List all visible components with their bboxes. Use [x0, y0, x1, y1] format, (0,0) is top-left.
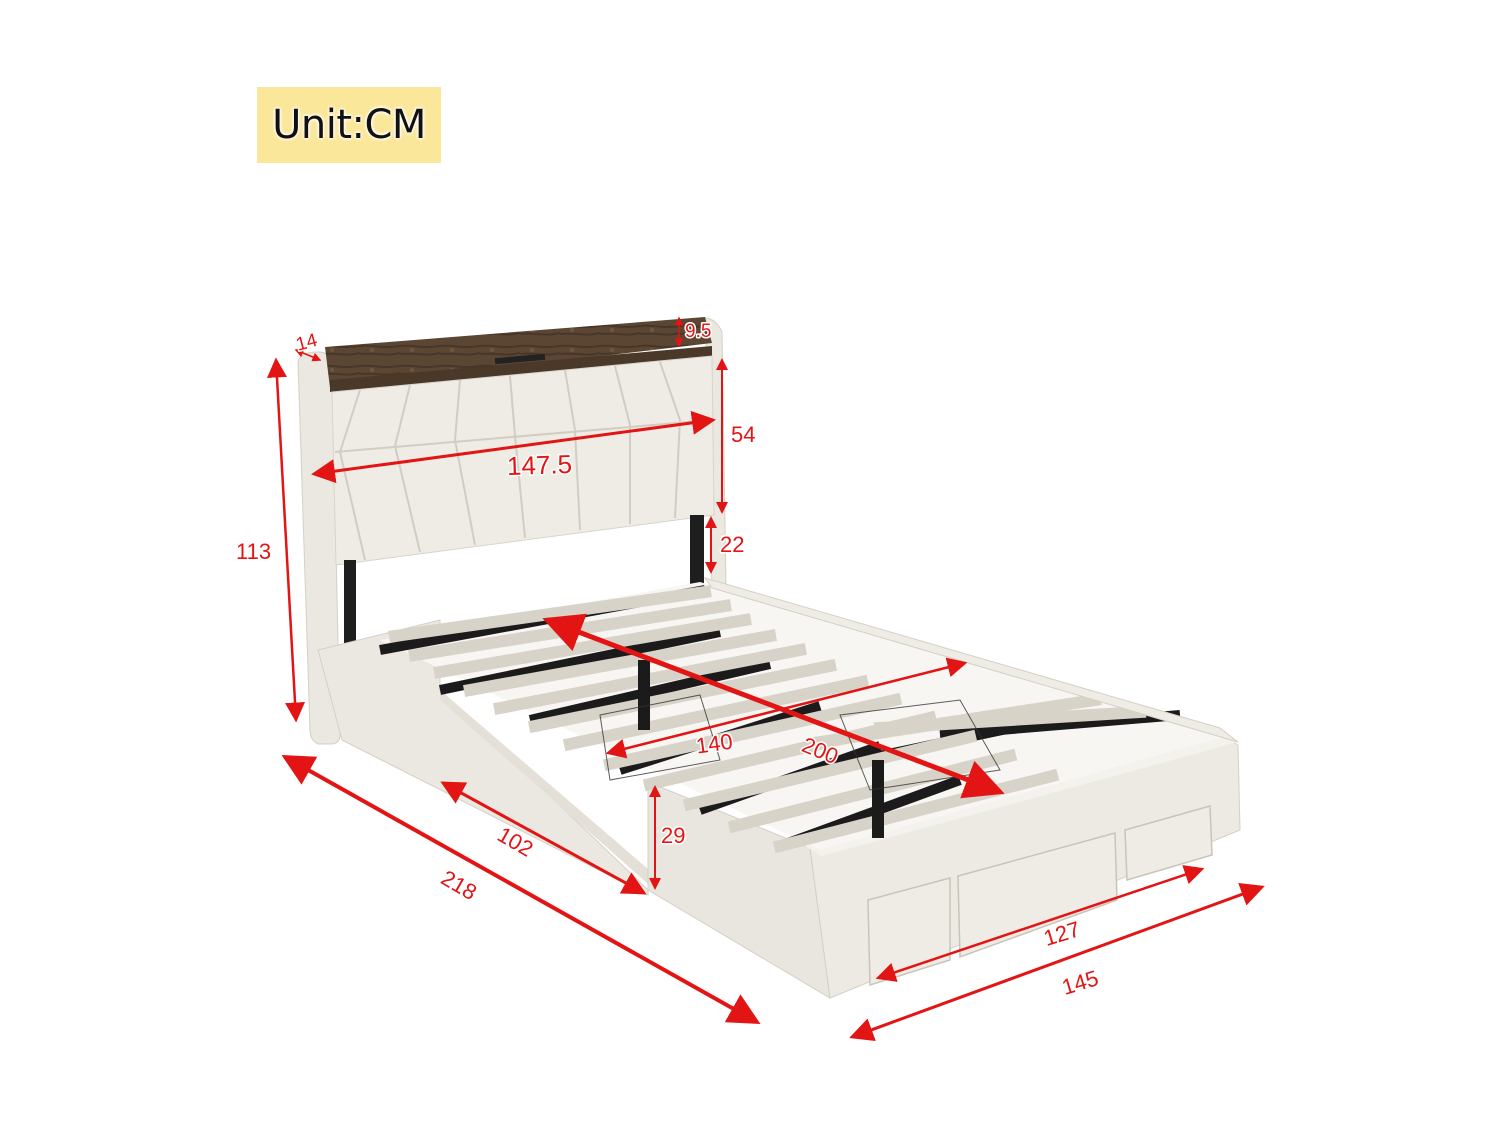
dim-line-headboard-width	[311, 410, 716, 484]
dim-line-shelf-depth	[294, 348, 322, 362]
dim-line-total-height	[266, 357, 306, 723]
label-shelf-height: 9.5	[685, 321, 711, 342]
dimension-annotations	[266, 316, 1265, 1042]
label-leg-gap: 22	[720, 532, 744, 557]
label-inner-width: 140	[694, 729, 734, 759]
dim-line-total-length	[281, 755, 761, 1024]
label-total-width: 145	[1059, 965, 1101, 1000]
bed-illustration	[297, 317, 1241, 999]
dim-line-total-width	[849, 882, 1265, 1042]
unit-badge: Unit:CM	[257, 87, 441, 163]
unit-label: Unit:CM	[272, 102, 426, 148]
label-total-height: 113	[236, 539, 271, 564]
dim-line-inner-length	[542, 613, 1005, 799]
label-total-length: 218	[437, 865, 481, 905]
label-headboard-width: 147.5	[506, 449, 572, 481]
label-panel-height: 54	[731, 422, 755, 447]
label-rail-height: 29	[661, 823, 685, 848]
